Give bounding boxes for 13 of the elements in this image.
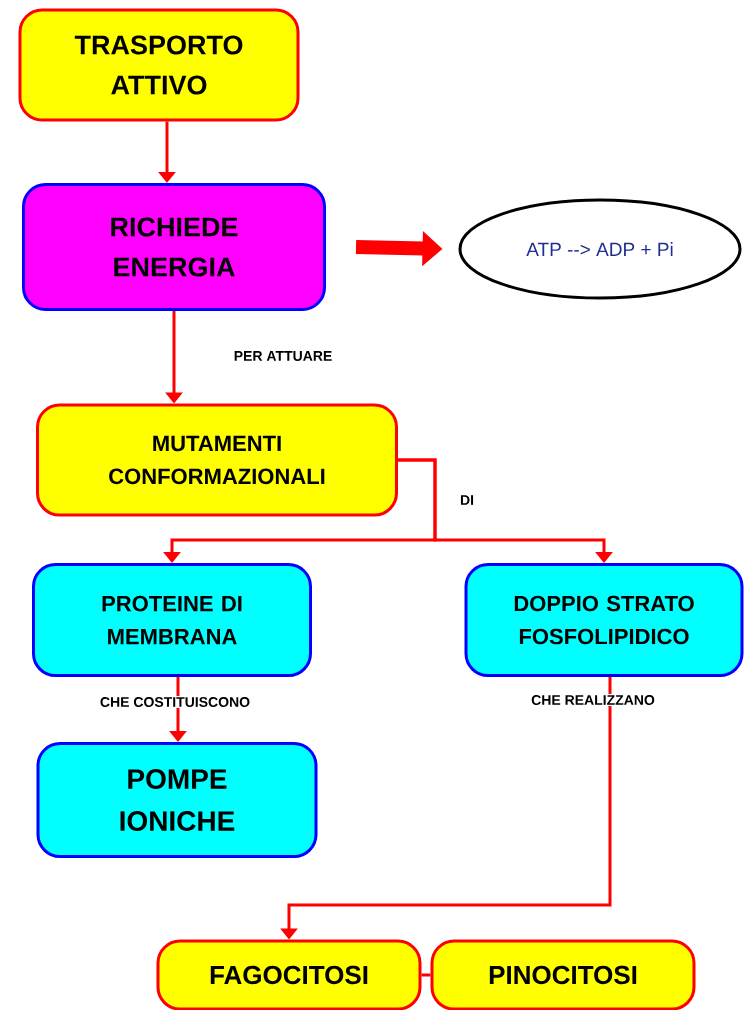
process-box: POMPE IONICHE	[36, 742, 318, 858]
process-box: DOPPIO STRATO FOSFOLIPIDICO	[464, 563, 744, 677]
edge-label: DI	[459, 494, 475, 506]
edge-label: CHE REALIZZANO	[530, 694, 656, 706]
arrow	[398, 458, 613, 563]
process-box: FAGOCITOSI	[156, 939, 422, 1010]
process-box: PROTEINE DI MEMBRANA	[32, 563, 312, 677]
process-box: PINOCITOSI	[430, 939, 696, 1010]
process-box: RICHIEDE ENERGIA	[22, 183, 326, 311]
process-box: TRASPORTO ATTIVO	[18, 8, 300, 122]
process-box: MUTAMENTI CONFORMAZIONALI	[36, 403, 398, 517]
edge-label: CHE COSTITUISCONO	[98, 696, 252, 708]
edge-label: PER ATTUARE	[232, 350, 334, 362]
